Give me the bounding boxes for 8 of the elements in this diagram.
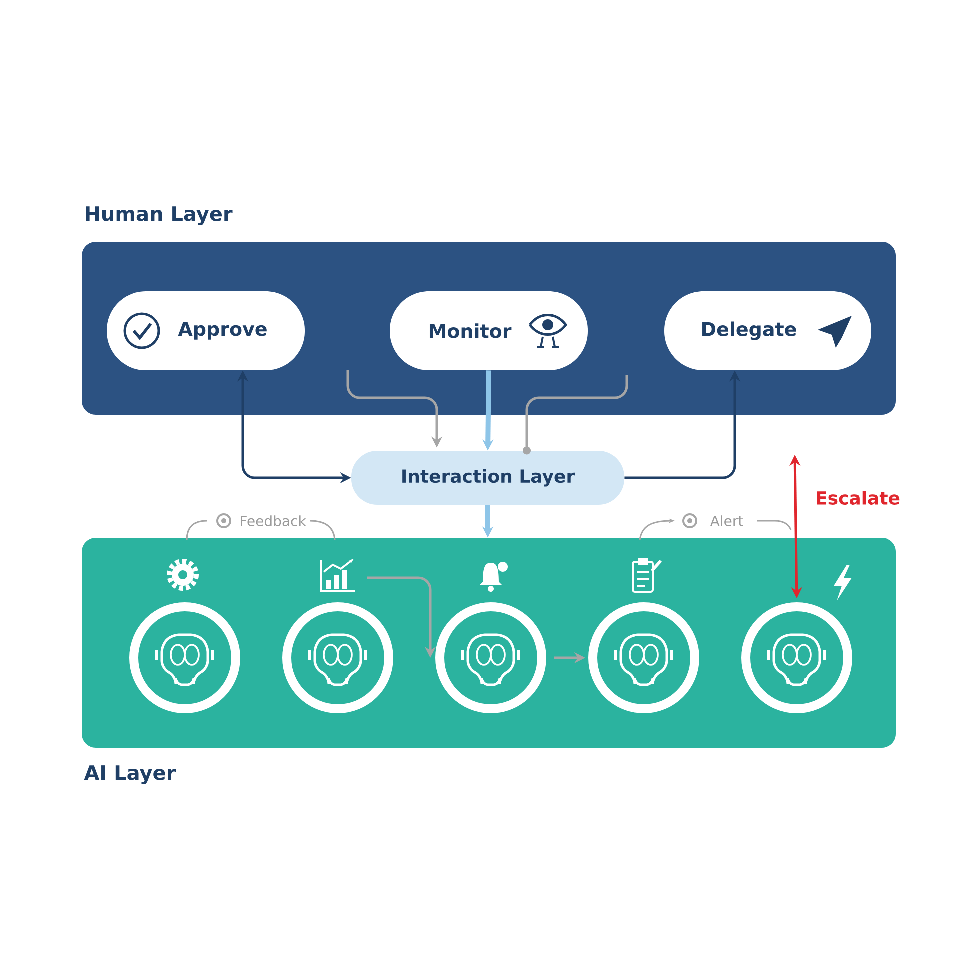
- loop-label: Feedback: [241, 516, 306, 526]
- loop-label: Alert: [710, 516, 744, 526]
- edge-label: Escalate: [814, 489, 902, 507]
- agent-circle: [742, 602, 852, 714]
- connector-line: [523, 375, 628, 455]
- layer-heading: AI Layer: [84, 766, 176, 784]
- layer-heading: Human Layer: [86, 206, 233, 226]
- layer-box: Interaction Layer: [352, 451, 624, 505]
